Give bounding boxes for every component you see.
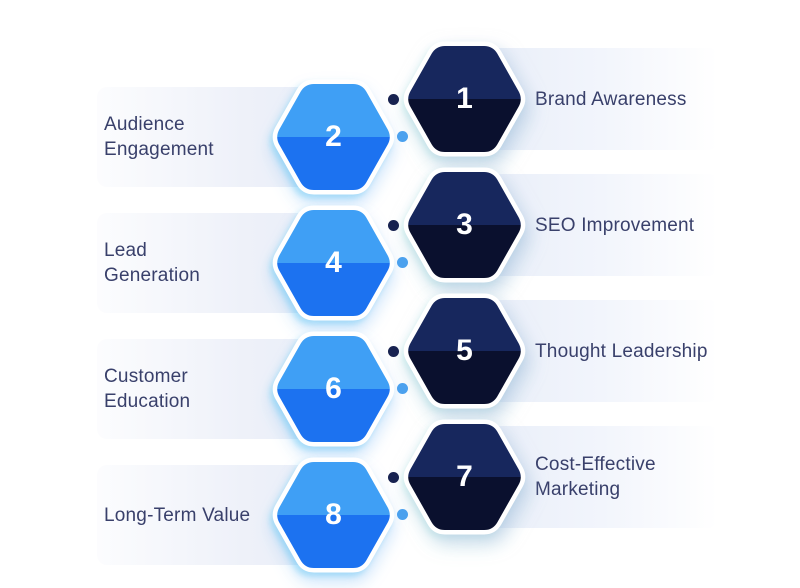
- connector-dot-light-icon: [397, 509, 408, 520]
- connector-dot-light-icon: [397, 257, 408, 268]
- connector-dot-dark-icon: [388, 472, 399, 483]
- hexagon-shape: [272, 457, 395, 573]
- hexagon-number: 2: [325, 120, 342, 153]
- benefit-pair: Lead Generation SEO Improvement 4: [0, 126, 800, 321]
- hexagon-dark: 1: [399, 39, 530, 159]
- hexagon-number: 8: [325, 498, 342, 531]
- benefit-pair: Long-Term Value Cost-Effective Marketing…: [0, 378, 800, 573]
- label-line: Customer: [104, 366, 188, 387]
- label-line: Lead: [104, 240, 148, 261]
- hexagon-dark: 3: [399, 165, 530, 285]
- left-benefit-label: Lead Generation: [104, 213, 324, 313]
- hexagon-shape: [403, 167, 526, 283]
- right-benefit-label: Cost-Effective Marketing: [535, 426, 755, 528]
- left-benefit-label: Audience Engagement: [104, 87, 324, 187]
- right-benefit-label: Thought Leadership: [535, 300, 755, 402]
- left-benefit-label: Long-Term Value: [104, 465, 324, 565]
- hexagon-shape: [403, 41, 526, 157]
- hexagon-light: 8: [268, 455, 399, 575]
- right-benefit-label: SEO Improvement: [535, 174, 755, 276]
- hexagon-number: 6: [325, 372, 342, 405]
- label-line: Long-Term Value: [104, 504, 251, 526]
- hexagon-dark: 5: [399, 291, 530, 411]
- hexagon-light: 2: [268, 77, 399, 197]
- hexagon-number: 1: [456, 82, 473, 115]
- label-line: SEO Improvement: [535, 214, 695, 236]
- benefit-pair: Audience Engagement Brand Awareness 2: [0, 0, 800, 195]
- hexagon-dark: 7: [399, 417, 530, 537]
- hexagon-light: 4: [268, 203, 399, 323]
- left-benefit-label: Customer Education: [104, 339, 324, 439]
- label-line: Marketing: [535, 479, 621, 500]
- hexagon-shape: [403, 419, 526, 535]
- hexagon-shape: [272, 79, 395, 195]
- label-line: Generation: [104, 265, 201, 286]
- label-line: Brand Awareness: [535, 88, 687, 110]
- benefit-pair: Customer Education Thought Leadership 6: [0, 252, 800, 447]
- connector-dot-light-icon: [397, 383, 408, 394]
- label-line: Education: [104, 391, 191, 412]
- connector-dot-dark-icon: [388, 346, 399, 357]
- connector-dot-light-icon: [397, 131, 408, 142]
- hexagon-number: 7: [456, 460, 473, 493]
- hexagon-shape: [272, 331, 395, 447]
- hexagon-number: 5: [456, 334, 473, 367]
- hexagon-number: 4: [325, 246, 342, 279]
- label-line: Audience: [104, 114, 185, 135]
- label-line: Engagement: [104, 139, 214, 160]
- hexagon-shape: [272, 205, 395, 321]
- label-line: Cost-Effective: [535, 454, 656, 475]
- connector-dot-dark-icon: [388, 220, 399, 231]
- right-benefit-label: Brand Awareness: [535, 48, 755, 150]
- hexagon-number: 3: [456, 208, 473, 241]
- label-line: Thought Leadership: [535, 340, 708, 362]
- connector-dot-dark-icon: [388, 94, 399, 105]
- hexagon-shape: [403, 293, 526, 409]
- hexagon-light: 6: [268, 329, 399, 449]
